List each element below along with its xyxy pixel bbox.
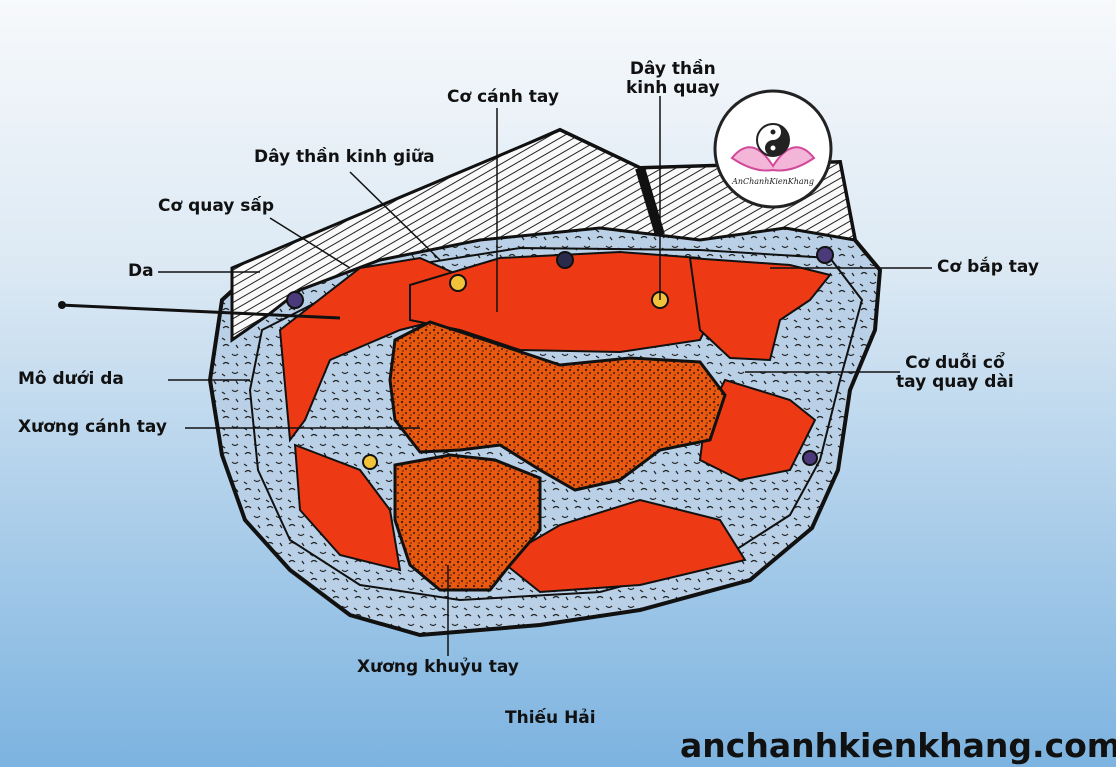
label-biceps: Cơ bắp tay [937,257,1039,277]
label-humerus: Xương cánh tay [18,417,167,437]
svg-text:AnChanhKienKhang: AnChanhKienKhang [731,177,814,186]
label-brachialis: Cơ cánh tay [447,87,559,107]
label-acupoint: Thiếu Hải [505,708,596,728]
vessel-3 [816,246,834,264]
label-skin: Da [128,261,154,281]
label-subcutaneous: Mô dưới da [18,369,124,389]
muscle-lower-left [293,443,402,572]
vessel-2 [556,251,574,269]
label-pronator: Cơ quay sấp [158,196,275,216]
leader-lines [158,96,932,656]
label-radial-nerve: Dây thần kinh quay [626,59,720,98]
label-ulna: Xương khuỷu tay [357,657,519,677]
humerus-bone [388,320,727,492]
needle-icon [58,301,341,320]
label-extensor: Cơ duỗi cổ tay quay dài [896,353,1014,392]
watermark-site: anchanhkienkhang.com [680,726,1116,765]
ulnar-nerve-dot [362,454,378,470]
label-median-nerve: Dây thần kinh giữa [254,147,435,167]
muscle-lower-right [498,498,747,594]
yin-yang-lotus-icon: AnChanhKienKhang [713,89,833,209]
vessel-1 [286,291,304,309]
median-nerve-dot [449,274,467,292]
ulna-bone [393,453,542,592]
skin-band [230,128,857,343]
vessel-4 [802,450,818,466]
